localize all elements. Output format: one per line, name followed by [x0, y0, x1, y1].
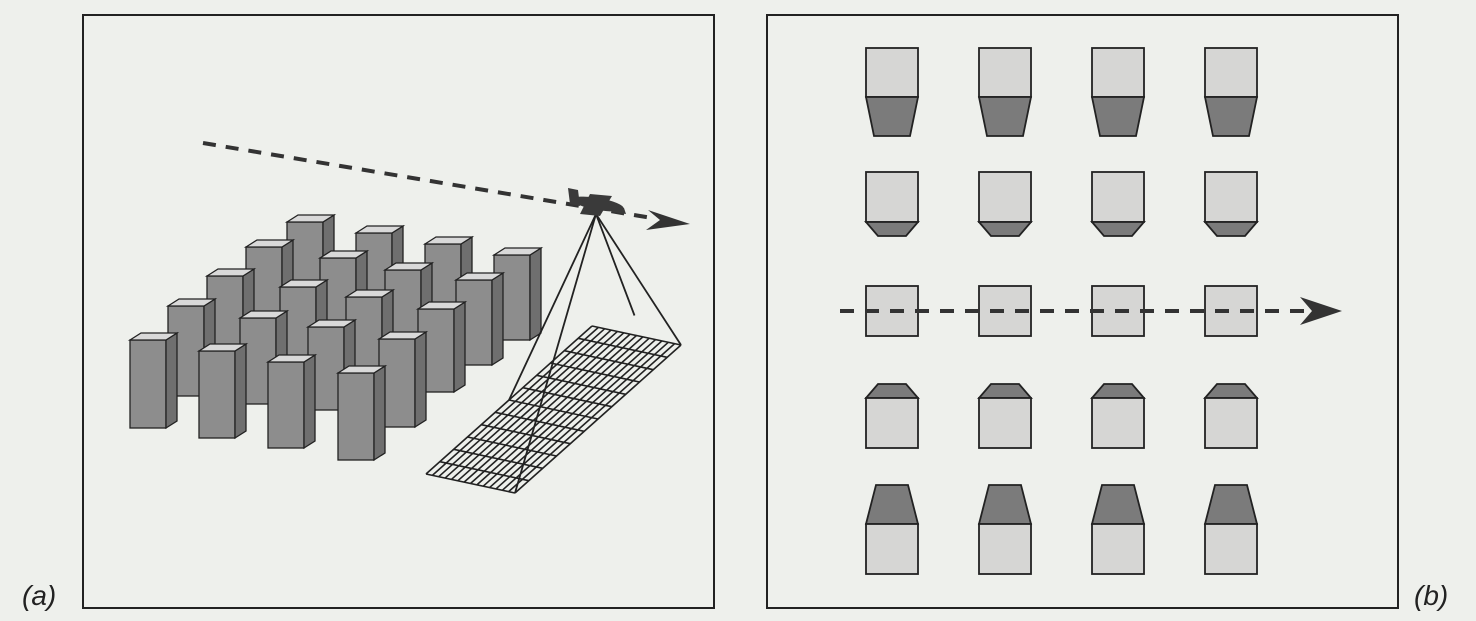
grid-line — [453, 448, 543, 470]
sensor-view-building — [1203, 47, 1259, 137]
grid-line — [550, 362, 640, 383]
sensor-view-building — [1090, 484, 1146, 575]
panel-b — [766, 14, 1399, 609]
airplane-icon — [568, 188, 626, 216]
grid-line — [481, 423, 571, 445]
grid-line — [439, 460, 530, 482]
building — [196, 342, 249, 440]
sensor-view-building — [1203, 484, 1259, 575]
sensor-ray — [595, 213, 682, 346]
panel-a-frame — [82, 14, 715, 609]
sensor-ray — [514, 213, 597, 494]
flight-path-dashed-line — [202, 141, 653, 220]
building — [335, 364, 388, 462]
building — [376, 330, 429, 429]
sensor-ray — [595, 213, 636, 316]
sensor-view-building — [1090, 171, 1146, 237]
sensor-view-building — [1090, 47, 1146, 137]
sensor-view-building — [977, 383, 1033, 449]
sensor-view-building — [864, 383, 920, 449]
buildings-group — [127, 213, 544, 462]
sensor-view-building — [977, 484, 1033, 575]
sensor-footprint-lines — [508, 213, 682, 494]
sensor-view-building — [1203, 383, 1259, 449]
panel-b-frame — [766, 14, 1399, 609]
grid-line — [577, 337, 668, 359]
grid-line — [494, 411, 585, 433]
sensor-view-building — [864, 171, 920, 237]
panel-b-label: (b) — [1414, 580, 1449, 611]
sensor-view-building — [977, 171, 1033, 237]
grid-line — [425, 473, 516, 494]
grid-line — [508, 399, 599, 420]
grid-line — [536, 374, 626, 396]
sensor-view-building — [864, 484, 920, 575]
grid-line — [564, 349, 654, 371]
sensor-view-building — [977, 47, 1033, 137]
arrowhead-icon — [646, 210, 690, 230]
arrowhead-icon — [1300, 297, 1342, 325]
panel-a-label: (a) — [22, 580, 57, 611]
sensor-view-building — [1090, 383, 1146, 449]
sensor-ray — [508, 213, 597, 401]
grid-line — [467, 436, 557, 457]
panel-a — [82, 14, 715, 609]
grid-line — [522, 386, 613, 408]
building — [127, 331, 180, 430]
building — [265, 353, 318, 450]
sensor-view-building — [864, 47, 920, 137]
grid-line — [591, 325, 682, 346]
sensor-view-building — [1203, 171, 1259, 237]
sensor-array — [864, 47, 1259, 575]
